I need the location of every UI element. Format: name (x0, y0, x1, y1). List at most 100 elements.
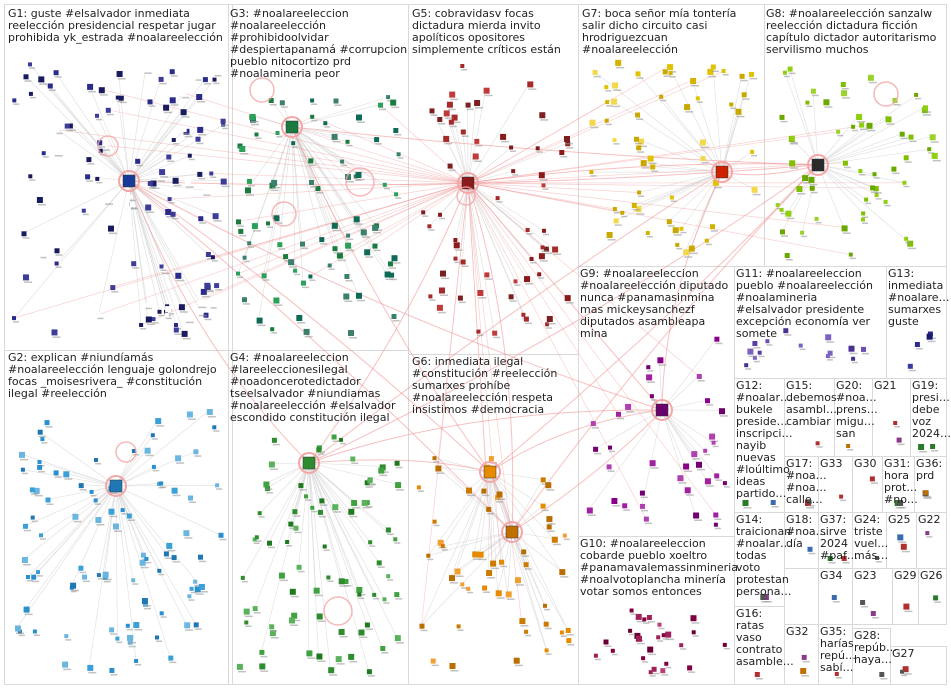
node-g3 (308, 274, 313, 279)
node-shadow (292, 619, 301, 622)
node-shadow (207, 416, 216, 418)
node-g9 (691, 451, 698, 458)
node-g3 (374, 137, 380, 143)
node-g4 (304, 494, 308, 499)
node-g3 (308, 158, 314, 164)
node-shadow (611, 653, 618, 656)
group-label-g8: G8: #noalareelección sanzalw reelección … (766, 7, 937, 56)
node-g8 (903, 155, 909, 161)
node-shadow (29, 67, 35, 69)
node-shadow (922, 114, 931, 116)
node-shadow (528, 88, 537, 90)
node-shadow (712, 445, 719, 448)
node-g2 (126, 513, 132, 519)
node-g3 (275, 131, 280, 135)
node-g4 (367, 478, 373, 484)
self-loop (97, 135, 119, 157)
node-shadow (110, 633, 118, 635)
node-g6 (566, 638, 572, 644)
node-g32 (800, 668, 807, 674)
edge-to-hub (467, 79, 693, 184)
node-g3 (355, 172, 362, 178)
node-g8 (796, 186, 803, 192)
edge-to-hub (467, 182, 647, 519)
node-shadow (311, 103, 318, 105)
node-shadow (801, 675, 810, 677)
node-g3 (356, 292, 362, 299)
node-shadow (144, 607, 151, 610)
node-shadow (167, 160, 175, 162)
node-g2 (62, 661, 69, 668)
node-shadow (34, 494, 43, 497)
edge (98, 180, 130, 315)
node-g1 (39, 251, 44, 256)
node-g3 (261, 273, 267, 279)
node-shadow (436, 472, 445, 474)
node-shadow (781, 235, 788, 237)
edge (467, 89, 486, 184)
node-g6 (466, 487, 472, 494)
node-shadow (357, 121, 365, 123)
edge-to-hub (467, 182, 851, 255)
node-g1 (220, 118, 226, 124)
group-label-g7: G7: boca señor mía tontería salir dicho … (582, 7, 737, 56)
node-shadow (932, 159, 941, 162)
node-g2 (78, 483, 84, 489)
node-g2 (17, 629, 22, 634)
node-shadow (934, 601, 942, 603)
node-shadow (417, 490, 424, 492)
node-g10 (690, 615, 697, 622)
node-g8 (866, 122, 873, 129)
node-g1 (197, 126, 204, 133)
node-shadow (809, 183, 818, 186)
node-g5 (460, 129, 466, 135)
node-g9 (649, 394, 654, 399)
edge (308, 462, 383, 649)
node-g7 (612, 82, 619, 89)
node-g4 (313, 587, 320, 594)
node-g4 (316, 613, 323, 620)
node-g2 (198, 554, 203, 560)
node-shadow (538, 277, 545, 279)
node-shadow (320, 243, 328, 245)
node-g1 (178, 304, 185, 311)
hub-ring (501, 521, 523, 543)
node-shadow (270, 189, 279, 192)
node-g6 (546, 516, 553, 523)
node-g3 (254, 132, 259, 137)
node-g5 (438, 212, 442, 217)
edge (489, 471, 499, 593)
node-shadow (541, 250, 548, 252)
edge-intergroup (308, 164, 819, 464)
node-shadow (144, 72, 152, 74)
node-shadow (172, 561, 180, 563)
edge (308, 462, 335, 507)
node-shadow (329, 674, 338, 676)
node-shadow (641, 509, 648, 512)
node-shadow (478, 558, 487, 561)
node-g6 (435, 465, 442, 472)
node-shadow (32, 580, 40, 583)
node-shadow (433, 461, 440, 463)
group-label-g30: G30 (854, 457, 877, 470)
node-g9 (643, 516, 649, 522)
edge-to-hub (237, 182, 469, 222)
node-shadow (639, 145, 647, 148)
node-shadow (524, 568, 532, 570)
node-shadow (441, 549, 448, 551)
node-shadow (604, 645, 612, 647)
node-shadow (790, 141, 798, 144)
node-shadow (97, 578, 104, 580)
node-g4 (240, 575, 245, 580)
node-shadow (566, 634, 574, 636)
node-shadow (491, 567, 500, 570)
node-g2 (143, 601, 148, 607)
node-shadow (900, 137, 908, 140)
edge (661, 409, 717, 476)
group-label-g35: G35: harías repú… sabí… (820, 625, 857, 674)
node-shadow (271, 332, 278, 334)
node-shadow (198, 177, 206, 180)
node-shadow (359, 636, 368, 638)
node-g5 (529, 257, 534, 261)
node-g3 (296, 315, 303, 321)
